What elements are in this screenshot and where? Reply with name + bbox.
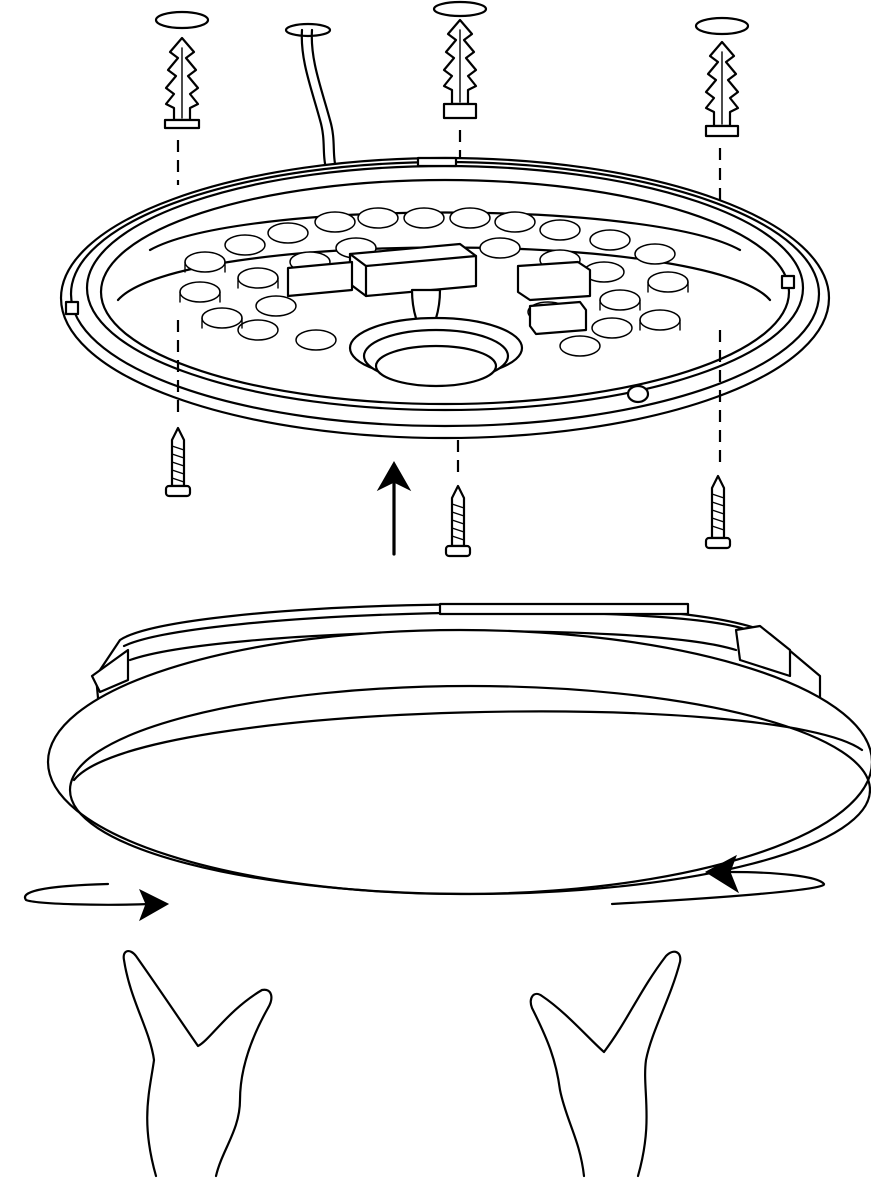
rotation-arrows xyxy=(23,854,826,922)
screw-left xyxy=(164,320,192,498)
lift-up-arrow xyxy=(376,460,412,556)
screw-right xyxy=(704,330,732,550)
led-stems xyxy=(179,261,689,331)
diffuser-cover xyxy=(47,602,871,896)
wall-plug-left xyxy=(163,36,201,185)
screw-center xyxy=(444,440,472,558)
power-cable xyxy=(300,28,338,170)
left-hand xyxy=(122,950,273,1178)
central-terminal xyxy=(348,288,524,388)
led-array xyxy=(179,207,689,357)
base-plate xyxy=(59,156,831,440)
wall-plug-right xyxy=(704,40,740,200)
led-board xyxy=(179,207,689,388)
ceiling-holes xyxy=(154,0,750,38)
right-hand xyxy=(529,950,682,1178)
ceiling-hole-center xyxy=(432,0,488,18)
ceiling-hole-right xyxy=(694,16,750,36)
driver-box xyxy=(286,242,592,336)
ceiling-hole-cable xyxy=(284,22,332,38)
wall-plug-center xyxy=(442,18,478,162)
ceiling-hole-left xyxy=(154,10,210,30)
